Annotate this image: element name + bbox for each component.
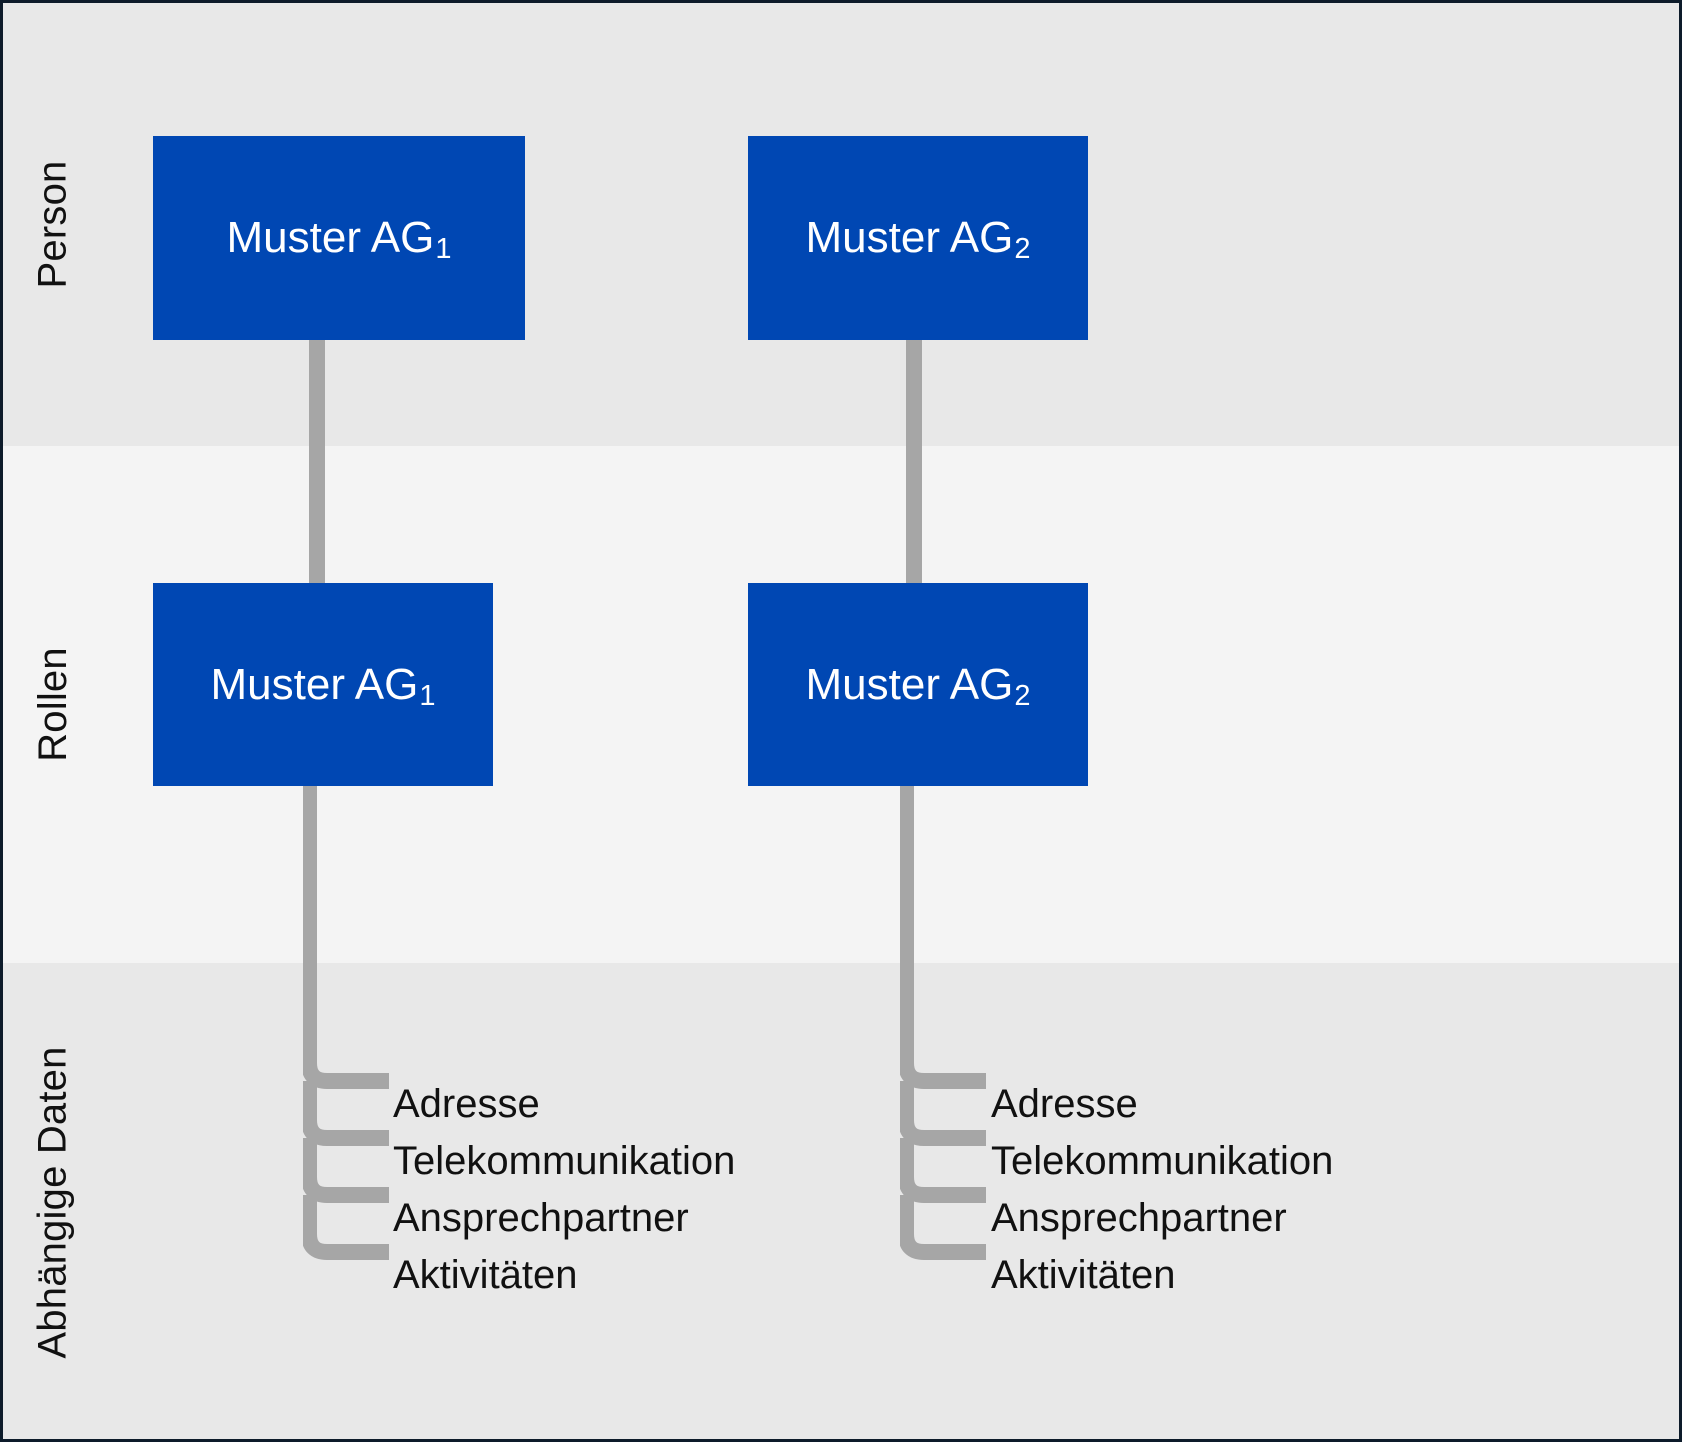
connector-person-to-rolle-group2	[906, 340, 922, 585]
node-person-1-subscript: 1	[435, 233, 452, 265]
node-rolle-2-subscript: 2	[1014, 679, 1031, 712]
band-label-abhaengige-daten-text: Abhängige Daten	[30, 1046, 75, 1359]
node-rolle-muster-ag-2[interactable]: Muster AG2	[748, 583, 1088, 786]
node-person-1-label: Muster AG1	[226, 213, 452, 265]
node-person-muster-ag-2[interactable]: Muster AG2	[748, 136, 1088, 340]
connector-person-to-rolle-group1	[309, 340, 325, 585]
connector-fan-group2	[900, 786, 986, 1260]
node-person-muster-ag-1[interactable]: Muster AG1	[153, 136, 525, 340]
node-rolle-2-label: Muster AG2	[805, 659, 1031, 712]
band-daten	[3, 963, 1679, 1439]
node-rolle-muster-ag-1[interactable]: Muster AG1	[153, 583, 493, 786]
band-label-rollen: Rollen	[3, 446, 103, 963]
leaf-group2-telekommunikation: Telekommunikation	[991, 1139, 1334, 1183]
leaf-group1-aktivitaeten: Aktivitäten	[393, 1253, 578, 1297]
band-label-person-text: Person	[30, 160, 75, 289]
band-label-person: Person	[3, 3, 103, 446]
node-rolle-1-label: Muster AG1	[210, 659, 436, 712]
node-person-2-subscript: 2	[1014, 233, 1031, 265]
connector-fan-group1	[303, 786, 389, 1260]
leaf-group1-ansprechpartner: Ansprechpartner	[393, 1196, 689, 1240]
leaf-group1-telekommunikation: Telekommunikation	[393, 1139, 736, 1183]
leaf-group2-adresse: Adresse	[991, 1082, 1138, 1126]
node-rolle-1-subscript: 1	[419, 679, 436, 712]
band-label-rollen-text: Rollen	[30, 647, 75, 762]
band-label-abhaengige-daten: Abhängige Daten	[3, 963, 103, 1439]
node-person-2-label: Muster AG2	[805, 213, 1031, 265]
leaf-group2-ansprechpartner: Ansprechpartner	[991, 1196, 1287, 1240]
leaf-group1-adresse: Adresse	[393, 1082, 540, 1126]
leaf-group2-aktivitaeten: Aktivitäten	[991, 1253, 1176, 1297]
